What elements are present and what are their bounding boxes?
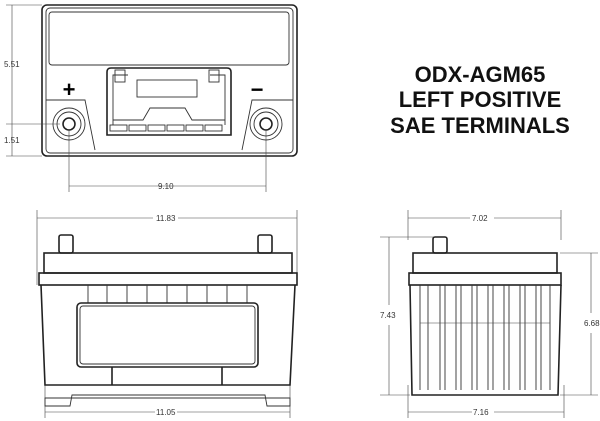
top-length-dimension: 11.83 <box>156 214 176 223</box>
negative-symbol: − <box>251 77 264 102</box>
title-model: ODX-AGM65 <box>415 62 546 87</box>
top-width-dimension: 7.02 <box>472 214 488 223</box>
side-view: 7.02 7.16 7.43 6.68 <box>380 210 600 418</box>
title-block: ODX-AGM65 LEFT POSITIVE SAE TERMINALS <box>390 62 570 138</box>
side-ribs <box>419 285 551 390</box>
terminal-spacing-dimension: 9.10 <box>158 182 174 191</box>
title-orientation: LEFT POSITIVE <box>399 87 562 112</box>
negative-post-icon <box>257 234 273 254</box>
title-terminal-type: SAE TERMINALS <box>390 113 570 138</box>
top-view: + − 5.51 1.51 9.10 <box>4 4 298 192</box>
case-height-dimension: 6.68 <box>584 319 600 328</box>
bottom-length-dimension: 11.05 <box>156 408 176 417</box>
positive-symbol: + <box>63 77 76 102</box>
ribs <box>87 285 248 303</box>
cell-caps <box>109 124 223 132</box>
height-dimension: 5.51 <box>4 60 20 69</box>
bottom-width-dimension: 7.16 <box>473 408 489 417</box>
positive-post-icon <box>58 234 74 254</box>
total-height-dimension: 7.43 <box>380 311 396 320</box>
front-view: 11.83 11.05 <box>36 210 298 418</box>
terminal-height-dimension: 1.51 <box>4 136 20 145</box>
